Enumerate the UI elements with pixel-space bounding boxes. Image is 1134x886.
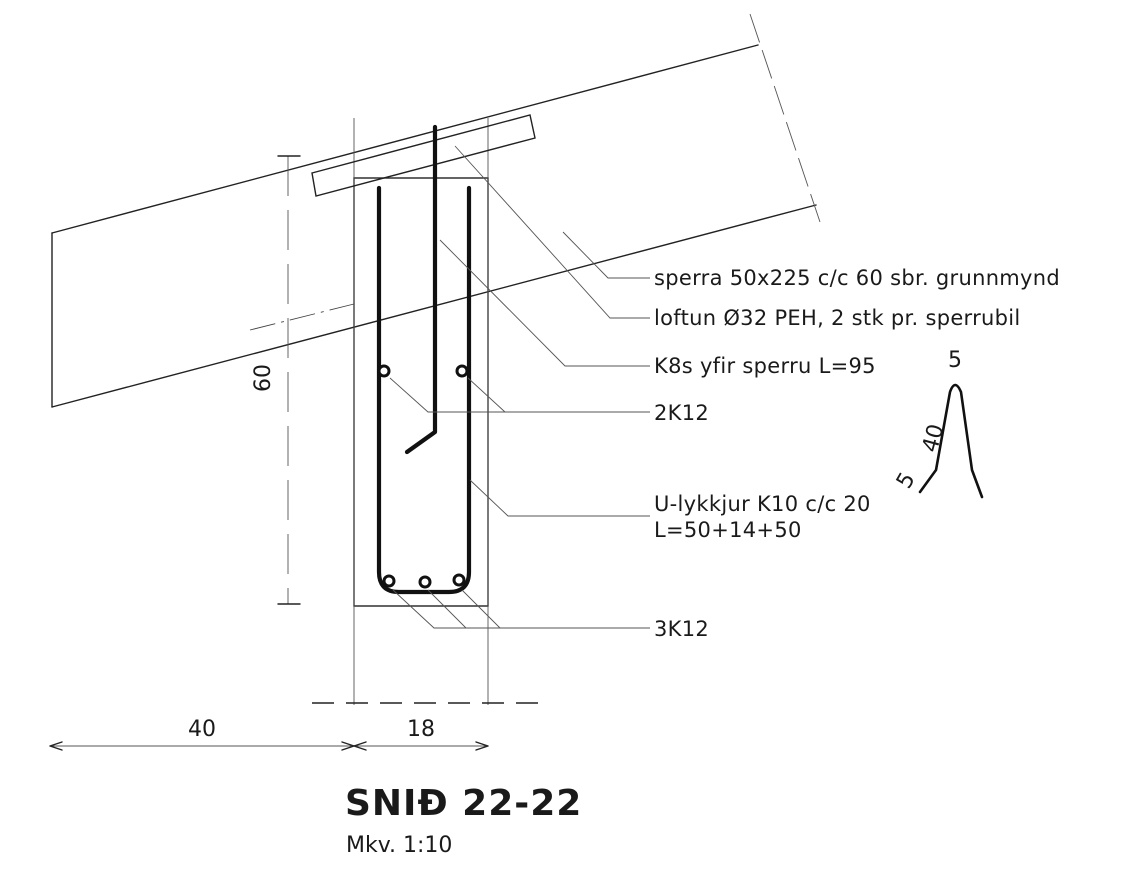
- label-vent: loftun Ø32 PEH, 2 stk pr. sperrubil: [654, 306, 1021, 330]
- leader-top-bars-b: [467, 377, 506, 413]
- wall-plate: [311, 114, 536, 197]
- concrete-beam: [249, 118, 540, 705]
- beam-width-label: 18: [407, 717, 435, 742]
- slab-hidden-line: [249, 303, 355, 331]
- section-scale: Mkv. 1:10: [346, 833, 452, 858]
- leader-bottom-bars-b: [427, 589, 467, 629]
- leader-top-bars-a: [389, 377, 650, 413]
- leader-tie-bar: [439, 239, 650, 367]
- leader-bottom-bars-c: [461, 589, 501, 629]
- dim-arrow-right: [475, 741, 489, 751]
- label-bottom-bars: 3K12: [654, 617, 709, 641]
- bend-detail: 5 40 5: [892, 348, 984, 499]
- u-stirrup: [376, 185, 472, 595]
- tie-bar-k8s: [404, 124, 438, 455]
- label-stirrups-2: L=50+14+50: [654, 518, 802, 542]
- height-dim-label: 60: [251, 364, 276, 392]
- bend-foot-label: 5: [892, 468, 921, 493]
- label-rafter: sperra 50x225 c/c 60 sbr. grunnmynd: [654, 266, 1060, 290]
- dim-arrow-left: [49, 741, 63, 751]
- section-title: SNIÐ 22-22: [345, 783, 582, 824]
- width-dimension: 40 18: [49, 717, 489, 751]
- bottom-bar-2: [418, 575, 432, 589]
- callouts: sperra 50x225 c/c 60 sbr. grunnmynd loft…: [654, 266, 1060, 641]
- label-top-bars: 2K12: [654, 401, 709, 425]
- top-bar-right: [455, 364, 469, 378]
- leader-vent: [454, 145, 650, 319]
- height-dimension: 60: [251, 155, 301, 605]
- roof-top-edge: [51, 44, 759, 234]
- leader-stirrups: [469, 479, 650, 517]
- roof-break-line: [749, 13, 821, 223]
- dim-arrow-mid: [341, 741, 367, 751]
- leader-bottom-bars-a: [392, 589, 650, 629]
- section-title-block: SNIÐ 22-22 Mkv. 1:10: [345, 783, 582, 858]
- label-tie-bar: K8s yfir sperru L=95: [654, 354, 876, 378]
- bottom-bar-1: [382, 574, 396, 588]
- leader-lines: [389, 145, 650, 629]
- bottom-bar-3: [452, 573, 466, 587]
- bend-shape: [918, 383, 984, 499]
- label-stirrups-1: U-lykkjur K10 c/c 20: [654, 492, 871, 516]
- bend-top-label: 5: [948, 348, 962, 373]
- top-bar-left: [377, 364, 391, 378]
- leader-rafter: [562, 231, 650, 279]
- left-width-label: 40: [188, 717, 216, 742]
- reinforcement: [376, 124, 472, 595]
